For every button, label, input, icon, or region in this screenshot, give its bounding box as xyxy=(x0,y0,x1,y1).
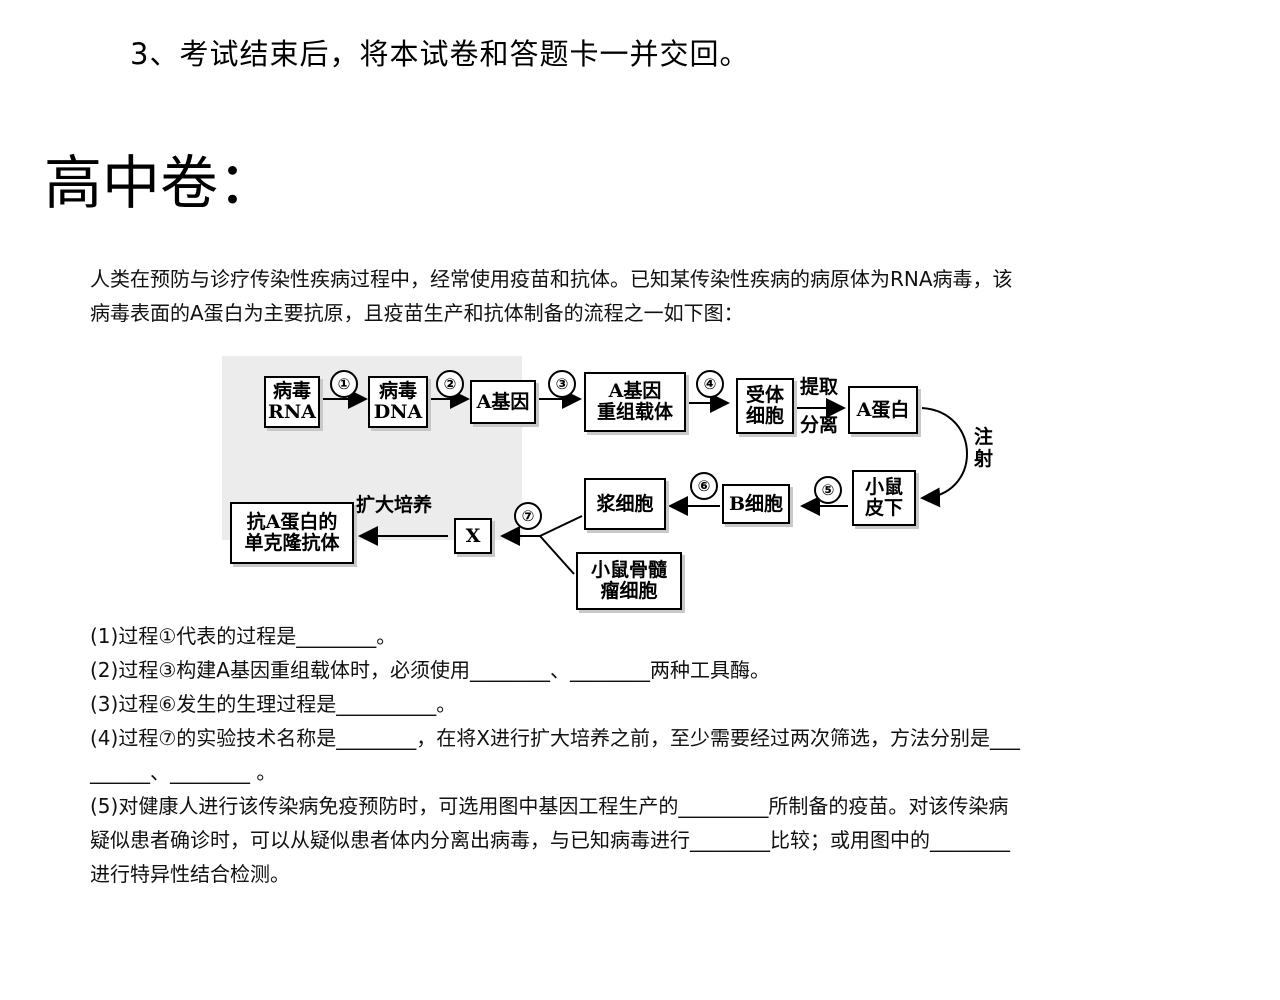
step-6: ⑥ xyxy=(690,472,718,500)
arrow-inject xyxy=(920,407,968,508)
question-line: (5)对健康人进行该传染病免疫预防时，可选用图中基因工程生产的_________… xyxy=(90,794,1009,818)
label-separate: 分离 xyxy=(800,414,839,436)
node-recipient-cell: 受体 细胞 xyxy=(736,378,794,434)
flow-diagram: 病毒 RNA 病毒 DNA A基因 A基因 重组载体 受体 细胞 A蛋白 小鼠 … xyxy=(222,356,1022,618)
step-2: ② xyxy=(436,370,464,398)
label-extract: 提取 xyxy=(800,376,839,398)
question-line: 进行特异性结合检测。 xyxy=(90,862,290,886)
label-inject: 注射 xyxy=(974,426,994,470)
diagram-arrows xyxy=(322,389,968,575)
step-1: ① xyxy=(330,370,358,398)
fusion-line-lower xyxy=(539,535,575,575)
node-virus-dna: 病毒 DNA xyxy=(368,376,428,428)
question-line: 疑似患者确诊时，可以从疑似患者体内分离出病毒，与已知病毒进行________比较… xyxy=(90,828,1010,852)
fusion-line-upper xyxy=(539,515,583,537)
step-3: ③ xyxy=(548,370,576,398)
node-x: X xyxy=(454,518,492,554)
node-myeloma-cell: 小鼠骨髓 瘤细胞 xyxy=(576,552,682,610)
question-line: (2)过程③构建A基因重组载体时，必须使用________、________两种… xyxy=(90,658,770,682)
node-a-gene: A基因 xyxy=(470,380,536,424)
question-line: (1)过程①代表的过程是________。 xyxy=(90,624,397,648)
questions-block: (1)过程①代表的过程是________。 (2)过程③构建A基因重组载体时，必… xyxy=(90,619,1150,891)
question-intro: 人类在预防与诊疗传染性疾病过程中，经常使用疫苗和抗体。已知某传染性疾病的病原体为… xyxy=(90,262,1150,330)
exam-notice: 3、考试结束后，将本试卷和答题卡一并交回。 xyxy=(130,37,750,71)
intro-line: 病毒表面的A蛋白为主要抗原，且疫苗生产和抗体制备的流程之一如下图： xyxy=(90,301,744,325)
step-5: ⑤ xyxy=(814,476,842,504)
node-recombinant-vector: A基因 重组载体 xyxy=(584,372,686,432)
step-4: ④ xyxy=(696,370,724,398)
node-plasma-cell: 浆细胞 xyxy=(584,478,666,530)
node-b-cell: B细胞 xyxy=(722,484,790,524)
node-a-protein: A蛋白 xyxy=(848,386,918,434)
question-line: (3)过程⑥发生的生理过程是__________。 xyxy=(90,692,457,716)
label-expand-culture: 扩大培养 xyxy=(356,494,433,516)
intro-line: 人类在预防与诊疗传染性疾病过程中，经常使用疫苗和抗体。已知某传染性疾病的病原体为… xyxy=(90,267,1013,291)
node-monoclonal-antibody: 抗A蛋白的 单克隆抗体 xyxy=(230,502,354,564)
section-title: 高中卷： xyxy=(44,149,277,217)
node-virus-rna: 病毒 RNA xyxy=(264,376,320,428)
node-mouse-skin: 小鼠 皮下 xyxy=(852,470,916,526)
step-7: ⑦ xyxy=(514,502,542,530)
question-line: (4)过程⑦的实验技术名称是________，在将X进行扩大培养之前，至少需要经… xyxy=(90,726,1020,750)
question-line: ______、________ 。 xyxy=(90,760,277,784)
